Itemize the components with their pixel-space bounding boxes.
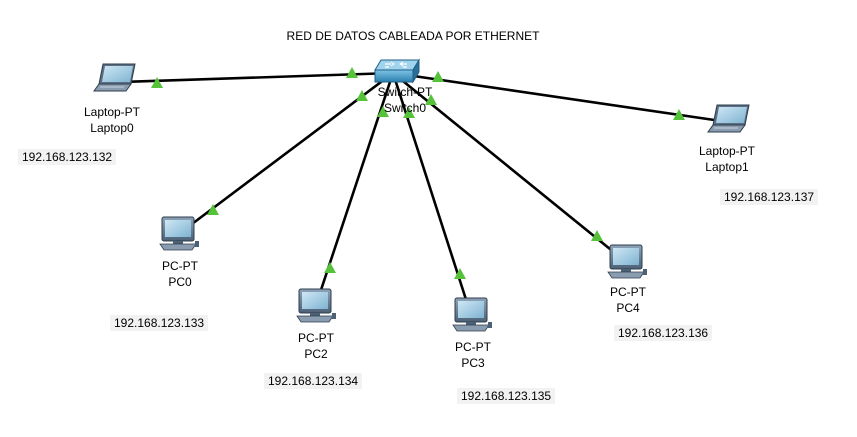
switch-icon[interactable] xyxy=(374,58,420,84)
diagram-title: RED DE DATOS CABLEADA POR ETHERNET xyxy=(286,29,540,43)
pc3-label: PC-PT PC3 xyxy=(455,339,491,371)
device-name: PC2 xyxy=(304,347,328,361)
laptop1-ip: 192.168.123.137 xyxy=(720,189,819,205)
link-switch-laptop0[interactable] xyxy=(121,71,394,84)
ip-address: 192.168.123.137 xyxy=(720,189,819,205)
pc0-ip: 192.168.123.133 xyxy=(110,315,209,331)
pc-icon[interactable] xyxy=(607,244,647,279)
switch-label: Switch-PT Switch0 xyxy=(378,84,433,116)
link-switch-laptop1[interactable] xyxy=(392,71,729,124)
device-name: Laptop0 xyxy=(90,121,134,135)
device-name: PC0 xyxy=(168,275,192,289)
laptop-icon[interactable] xyxy=(93,63,136,92)
pc-icon[interactable] xyxy=(159,216,199,251)
link-up-icon xyxy=(356,90,368,101)
link-up-icon xyxy=(425,94,437,105)
laptop0-ip: 192.168.123.132 xyxy=(18,149,117,165)
pc-icon[interactable] xyxy=(452,297,492,332)
laptop-icon[interactable] xyxy=(707,104,750,133)
pc4-label: PC-PT PC4 xyxy=(610,284,646,316)
link-up-icon xyxy=(207,204,219,215)
device-model: PC-PT xyxy=(455,340,491,354)
pc0-label: PC-PT PC0 xyxy=(162,258,198,290)
link-up-icon xyxy=(454,268,466,279)
laptop1-label: Laptop-PT Laptop1 xyxy=(699,143,755,175)
link-up-icon xyxy=(403,107,415,118)
link-up-icon xyxy=(673,109,685,120)
device-model: Laptop-PT xyxy=(698,144,756,158)
link-up-icon xyxy=(346,67,358,78)
pc4-ip: 192.168.123.136 xyxy=(614,325,713,341)
pc2-label: PC-PT PC2 xyxy=(298,330,334,362)
device-model: Switch-PT xyxy=(377,85,433,99)
device-name: Laptop1 xyxy=(705,160,749,174)
device-model: PC-PT xyxy=(162,259,198,273)
link-up-icon xyxy=(377,106,389,117)
device-name: PC3 xyxy=(461,356,485,370)
device-model: PC-PT xyxy=(610,285,646,299)
device-model: Laptop-PT xyxy=(83,105,141,119)
link-status-indicators xyxy=(151,67,685,279)
laptop0-label: Laptop-PT Laptop0 xyxy=(84,104,140,136)
link-up-icon xyxy=(151,77,163,88)
device-name: Switch0 xyxy=(383,101,427,115)
device-name: PC4 xyxy=(616,301,640,315)
ip-address: 192.168.123.134 xyxy=(264,373,363,389)
pc2-ip: 192.168.123.134 xyxy=(264,373,363,389)
link-up-icon xyxy=(324,262,336,273)
pc-icon[interactable] xyxy=(296,288,336,323)
ip-address: 192.168.123.133 xyxy=(110,315,209,331)
link-up-icon xyxy=(591,230,603,241)
ip-address: 192.168.123.132 xyxy=(18,149,117,165)
link-up-icon xyxy=(432,71,444,82)
ip-address: 192.168.123.136 xyxy=(614,325,713,341)
ip-address: 192.168.123.135 xyxy=(457,388,556,404)
pc3-ip: 192.168.123.135 xyxy=(457,388,556,404)
device-model: PC-PT xyxy=(298,331,334,345)
